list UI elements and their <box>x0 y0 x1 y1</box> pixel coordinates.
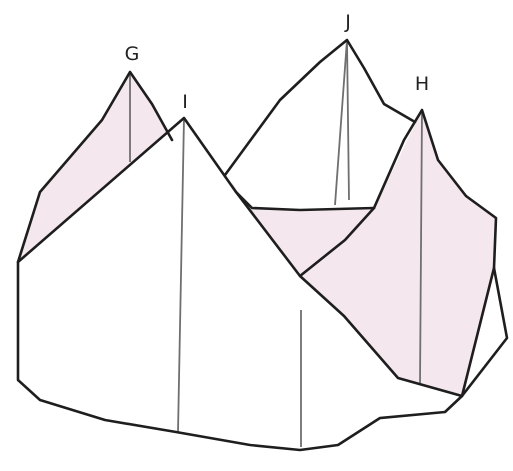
edge-center-fold <box>236 192 374 210</box>
line-j-right <box>347 40 349 200</box>
edge-j-peak <box>225 40 415 175</box>
line-j-left <box>335 40 347 205</box>
peak-labels: G I J H <box>125 11 430 113</box>
label-i: I <box>182 91 188 113</box>
label-j: J <box>344 11 351 33</box>
label-g: G <box>125 43 140 65</box>
label-h: H <box>415 73 429 95</box>
